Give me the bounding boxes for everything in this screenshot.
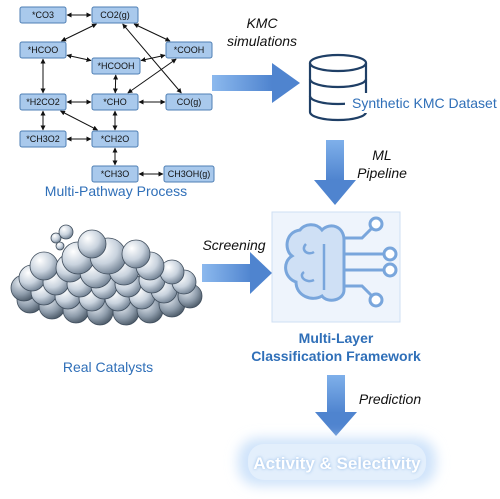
kmc-label-line1: KMC xyxy=(246,15,278,31)
result-label-glow: Activity & Selectivity xyxy=(253,454,421,473)
pathway-edge-cooh-cho xyxy=(127,58,177,94)
pathway-node-label: *CH3O2 xyxy=(26,134,60,144)
kmc-arrow xyxy=(212,63,300,103)
catalyst-sphere xyxy=(121,239,151,269)
pathway-nodes: *CO3 CO2(g) *HCOO *COOH *HCOOH *H2CO2 *CHO CO(g… xyxy=(19,6,215,183)
result-glow xyxy=(238,438,436,486)
pathway-node-co3: *CO3 xyxy=(19,6,67,24)
pathway-node-ch2o: *CH2O xyxy=(91,130,139,148)
brain-icon xyxy=(284,216,398,308)
pathway-edge-hcoo-hcooh xyxy=(66,53,92,62)
pathway-node-ch3o2: *CH3O2 xyxy=(19,130,67,148)
pathway-node-h2co2: *H2CO2 xyxy=(19,93,67,111)
kmc-label-line2: simulations xyxy=(227,33,297,49)
pathway-node-label: *HCOOH xyxy=(97,61,134,71)
pathway-node-label: *CHO xyxy=(103,97,127,107)
pathway-node-label: *COOH xyxy=(174,45,205,55)
pathway-caption: Multi-Pathway Process xyxy=(45,183,187,199)
catalyst-bubble xyxy=(50,232,62,244)
framework-label-line1: Multi-Layer xyxy=(299,330,374,346)
pathway-node-label: CO2(g) xyxy=(100,10,130,20)
pathway-node-hcoo: *HCOO xyxy=(19,41,67,59)
pathway-node-label: *HCOO xyxy=(28,45,59,55)
pathway-node-cooh: *COOH xyxy=(165,41,213,59)
pathway-node-ch3ohg: CH3OH(g) xyxy=(163,165,215,183)
pathway-node-label: *CO3 xyxy=(32,10,54,20)
pathway-node-label: CO(g) xyxy=(177,97,202,107)
pathway-edge-h2co2-ch2o xyxy=(60,110,98,131)
catalyst-bubble xyxy=(58,224,74,240)
catalyst-sphere xyxy=(77,229,107,259)
pathway-node-cog: CO(g) xyxy=(165,93,213,111)
pathway-node-hcooh: *HCOOH xyxy=(91,57,141,75)
pathway-edge-co2g-cooh xyxy=(133,23,171,42)
pathway-node-label: *CH2O xyxy=(101,134,130,144)
dataset-label: Synthetic KMC Dataset xyxy=(352,95,497,111)
pathway-edges xyxy=(40,12,182,177)
prediction-label: Prediction xyxy=(359,391,421,407)
framework-label-line2: Classification Framework xyxy=(251,348,421,364)
catalyst-bubble xyxy=(55,241,65,251)
screening-label: Screening xyxy=(202,237,265,253)
catalysts-label: Real Catalysts xyxy=(63,359,153,375)
catalyst-sphere xyxy=(29,251,59,281)
result-label: Activity & Selectivity xyxy=(253,454,421,473)
pathway-edge-co2g-hcoo xyxy=(61,23,97,42)
prediction-arrow xyxy=(315,375,357,436)
ml-label-line1: ML xyxy=(372,147,391,163)
ml-label-line2: Pipeline xyxy=(357,165,407,181)
pathway-node-label: CH3OH(g) xyxy=(168,169,211,179)
pathway-node-cho: *CHO xyxy=(91,93,139,111)
catalyst-cluster-icon xyxy=(10,224,203,326)
ml-arrow xyxy=(314,140,356,205)
pathway-node-ch3o: *CH3O xyxy=(91,165,139,183)
pathway-node-co2g: CO2(g) xyxy=(91,6,139,24)
pathway-edge-hcooh-cho xyxy=(112,74,119,94)
pathway-node-label: *CH3O xyxy=(101,169,130,179)
screening-arrow xyxy=(202,252,272,294)
pathway-node-label: *H2CO2 xyxy=(26,97,60,107)
